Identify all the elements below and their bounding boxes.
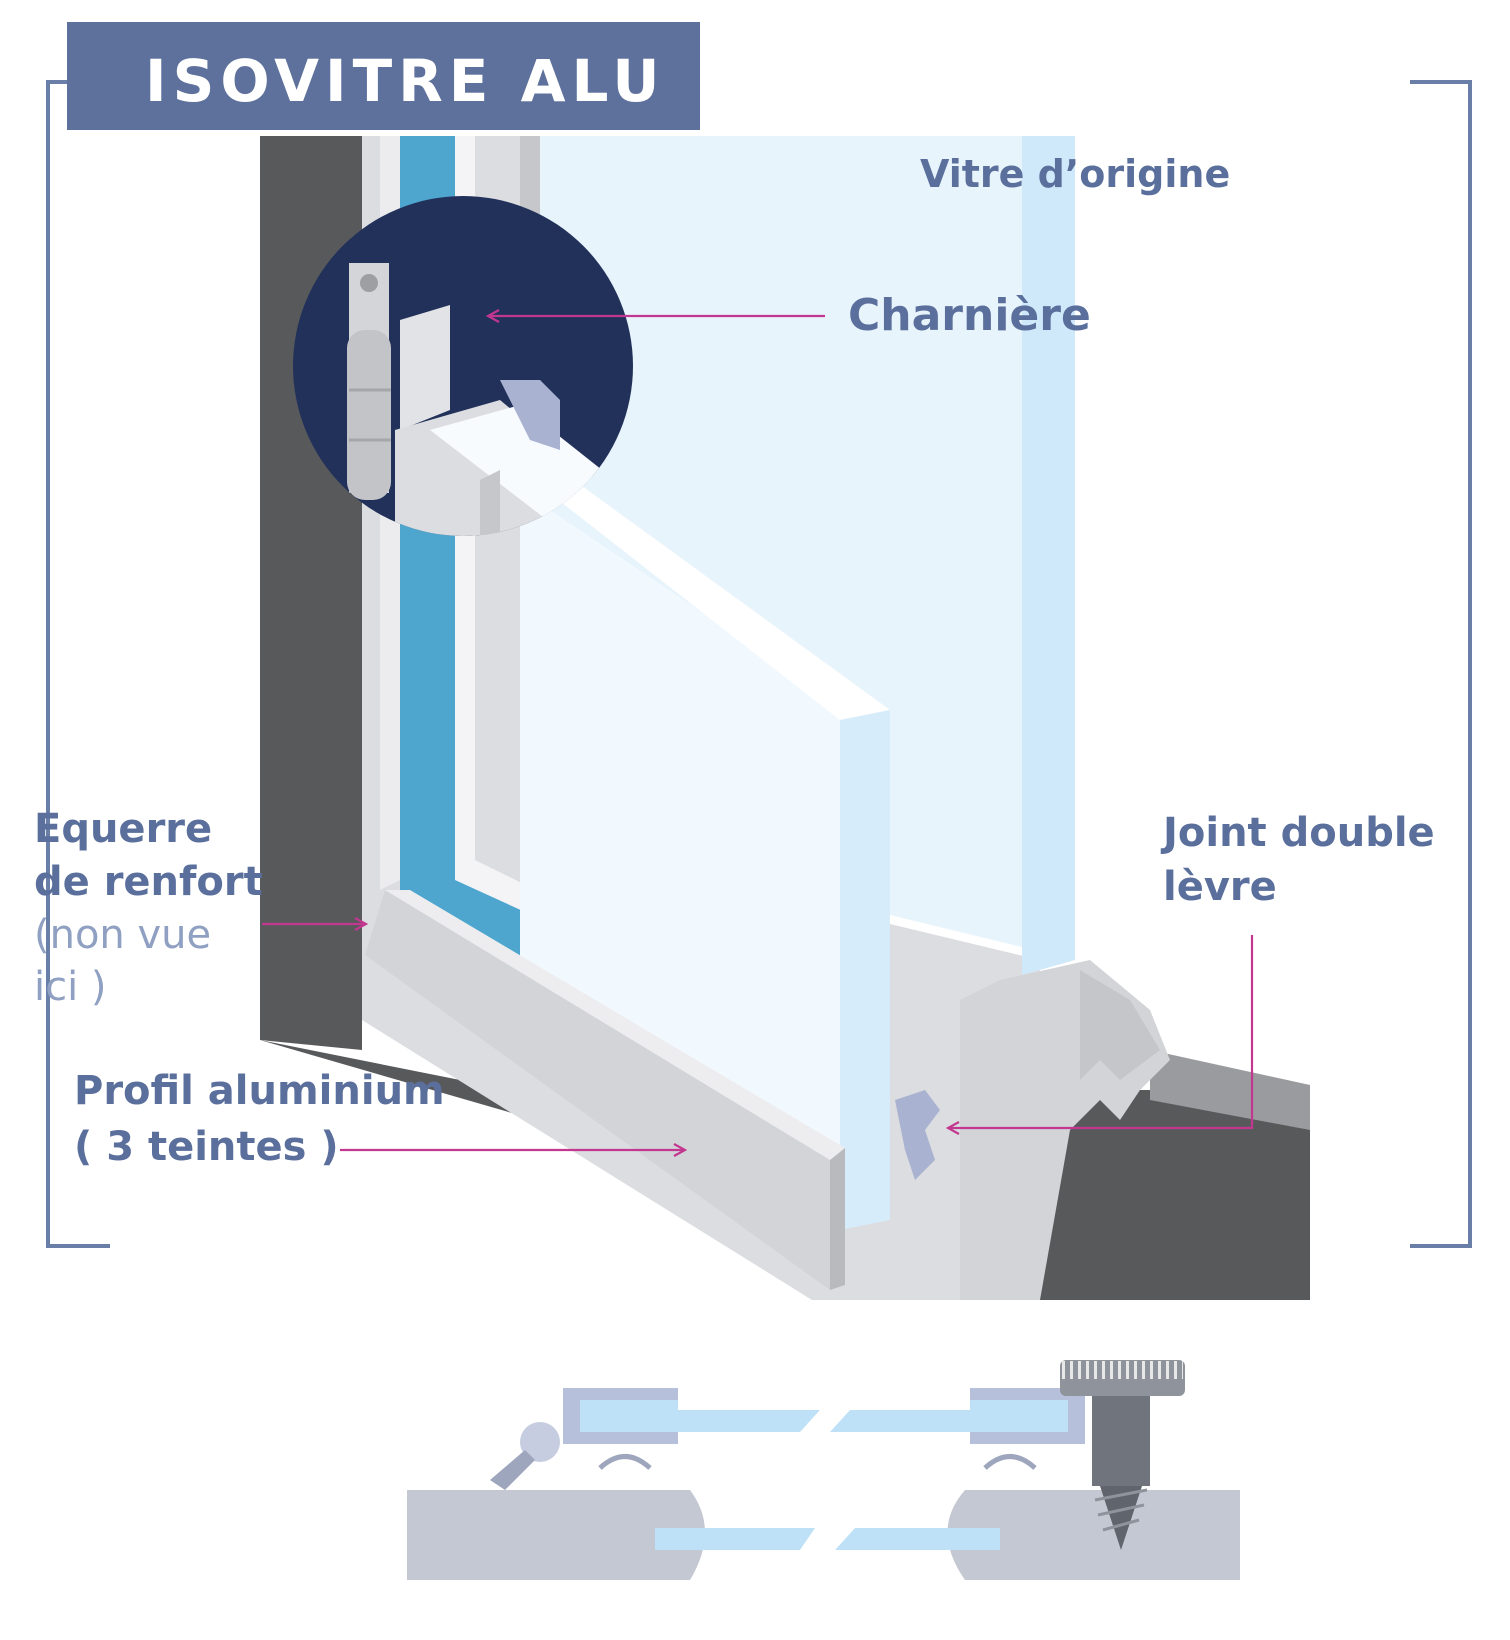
label-profil-line2: ( 3 teintes ) <box>74 1124 339 1170</box>
label-charniere: Charnière <box>848 290 1091 341</box>
insulation-band <box>400 136 840 1200</box>
double-lip-seal <box>895 1090 940 1180</box>
title-banner <box>67 22 700 130</box>
label-vitre-origine: Vitre d’origine <box>920 152 1230 196</box>
label-equerre-line4: ici ) <box>34 964 107 1010</box>
label-joint-line1: Joint double <box>1160 810 1435 856</box>
right-bracket <box>1410 80 1472 1248</box>
label-joint-line2: lèvre <box>1163 864 1277 910</box>
cross-section-detail <box>407 1360 1240 1580</box>
label-equerre-line3: (non vue <box>34 912 211 958</box>
screw-icon <box>1060 1360 1185 1550</box>
aluminium-profile <box>365 890 845 1290</box>
label-equerre-line2: de renfort <box>34 859 263 905</box>
joint-arrow <box>948 935 1254 1128</box>
hinge-icon <box>520 1422 560 1462</box>
title-text: ISOVITRE ALU <box>145 47 665 115</box>
hinge-detail-circle <box>293 196 633 536</box>
label-equerre-line1: Equerre <box>34 806 212 852</box>
label-profil-line1: Profil aluminium <box>74 1068 445 1114</box>
